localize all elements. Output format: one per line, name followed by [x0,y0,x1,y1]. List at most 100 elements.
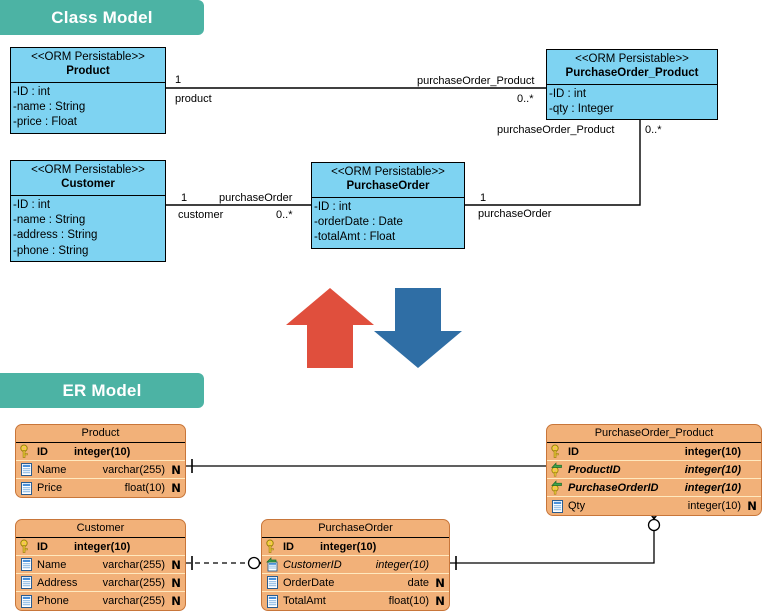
arrow-up-icon [286,288,374,368]
class-attribute: -price : Float [13,116,77,129]
er-not-null-flag: N [171,557,181,572]
class-box-purchaseorder[interactable]: <<ORM Persistable>> PurchaseOrder -ID : … [311,162,465,249]
er-table-customer[interactable]: Customer ID integer(10) Name varchar(255… [15,519,186,612]
er-table-title: PurchaseOrder_Product [547,425,761,444]
class-attribute: -orderDate : Date [314,216,403,229]
assoc-mult-po-source: 1 [480,192,487,204]
foreign-key-icon [265,557,280,572]
er-column-row[interactable]: ID integer(10) [16,443,185,462]
er-column-name: Phone [37,595,69,608]
er-column-type: float(10) [124,482,165,495]
er-table-purchaseorder-product[interactable]: PurchaseOrder_Product ID integer(10) Pro… [546,424,762,517]
section-banner-class-model-label: Class Model [51,7,153,27]
er-column-name: Price [37,482,63,495]
class-name: Product [66,65,110,78]
assoc-role-po-target: purchaseOrder_Product [497,124,615,136]
er-column-type: integer(10) [684,481,741,494]
column-icon [19,594,34,609]
column-icon [265,594,280,609]
er-column-row[interactable]: Qty integer(10) N [547,497,761,515]
class-box-purchaseorder-header: <<ORM Persistable>> PurchaseOrder [312,163,464,198]
class-attribute: -address : String [13,229,98,242]
class-box-purchaseorder-product[interactable]: <<ORM Persistable>> PurchaseOrder_Produc… [546,49,718,121]
er-column-row[interactable]: Address varchar(255) N [16,574,185,593]
class-attribute: -ID : int [549,87,587,100]
section-banner-er-model-label: ER Model [62,380,142,400]
er-column-row[interactable]: ID integer(10) [16,538,185,557]
er-column-type: float(10) [388,595,429,608]
class-attribute: -ID : int [13,198,51,211]
column-icon [19,462,34,477]
er-column-type: varchar(255) [102,463,165,476]
class-box-product[interactable]: <<ORM Persistable>> Product -ID : int -n… [10,47,166,134]
section-banner-er-model: ER Model [0,373,204,408]
er-table-purchaseorder[interactable]: PurchaseOrder ID integer(10) CustomerID … [261,519,450,612]
er-column-row[interactable]: Price float(10) N [16,479,185,497]
er-table-title: Product [16,425,185,444]
er-column-row[interactable]: Name varchar(255) N [16,461,185,480]
er-not-null-flag: N [171,481,181,496]
assoc-role-customer-target: purchaseOrder [219,192,293,204]
foreign-key-icon [550,480,565,495]
er-column-name: Address [37,576,78,589]
class-stereotype: <<ORM Persistable>> [31,164,145,176]
assoc-mult-product-source: 1 [175,74,182,86]
column-icon [19,575,34,590]
er-column-row[interactable]: TotalAmt float(10) N [262,592,449,610]
assoc-mult-po-target: 0..* [645,124,662,136]
er-column-name: ID [37,540,48,553]
assoc-role-po-source: purchaseOrder [478,208,552,220]
class-attribute: -name : String [13,214,86,227]
er-table-title: PurchaseOrder [262,520,449,539]
class-stereotype: <<ORM Persistable>> [31,51,145,63]
er-column-row[interactable]: CustomerID integer(10) [262,556,449,575]
er-column-row[interactable]: ID integer(10) [547,443,761,462]
class-stereotype: <<ORM Persistable>> [331,166,445,178]
class-box-purchaseorder-product-header: <<ORM Persistable>> PurchaseOrder_Produc… [547,50,717,85]
er-column-row[interactable]: OrderDate date N [262,574,449,593]
class-name: PurchaseOrder_Product [565,67,699,80]
er-column-name: OrderDate [283,576,335,589]
assoc-mult-customer-target: 0..* [276,209,293,221]
er-column-type: integer(10) [684,445,741,458]
er-column-name: ID [283,540,294,553]
class-box-product-attributes: -ID : int -name : String -price : Float [11,83,165,133]
class-box-customer[interactable]: <<ORM Persistable>> Customer -ID : int -… [10,160,166,262]
arrow-down-icon [374,288,462,368]
class-attribute: -phone : String [13,244,89,257]
er-column-row[interactable]: Phone varchar(255) N [16,592,185,610]
er-column-row[interactable]: ProductID integer(10) [547,461,761,480]
column-icon [19,557,34,572]
er-connector-customer-po [186,555,271,571]
primary-key-icon [19,444,34,459]
class-stereotype: <<ORM Persistable>> [575,53,689,65]
assoc-line-po-pop [465,118,641,206]
class-attribute: -ID : int [314,200,352,213]
foreign-key-icon [550,462,565,477]
er-column-row[interactable]: PurchaseOrderID integer(10) [547,479,761,498]
er-not-null-flag: N [171,575,181,590]
section-banner-class-model: Class Model [0,0,204,35]
assoc-mult-customer-source: 1 [181,192,188,204]
column-icon [19,481,34,496]
class-box-product-header: <<ORM Persistable>> Product [11,48,165,83]
er-not-null-flag: N [171,462,181,477]
class-box-purchaseorder-attributes: -ID : int -orderDate : Date -totalAmt : … [312,198,464,248]
assoc-role-product-source: product [175,93,212,105]
class-name: PurchaseOrder [346,180,430,193]
er-column-type: date [407,576,429,589]
er-connector-po-pop [450,508,662,570]
er-not-null-flag: N [171,594,181,609]
er-column-name: Qty [568,500,586,513]
er-column-row[interactable]: ID integer(10) [262,538,449,557]
er-column-type: integer(10) [74,445,131,458]
er-column-type: integer(10) [74,540,131,553]
column-icon [265,575,280,590]
class-attribute: -totalAmt : Float [314,231,396,244]
er-not-null-flag: N [435,594,445,609]
er-column-row[interactable]: Name varchar(255) N [16,556,185,575]
er-column-name: Name [37,463,67,476]
class-box-customer-header: <<ORM Persistable>> Customer [11,161,165,196]
er-table-product[interactable]: Product ID integer(10) Name varchar(255)… [15,424,186,499]
